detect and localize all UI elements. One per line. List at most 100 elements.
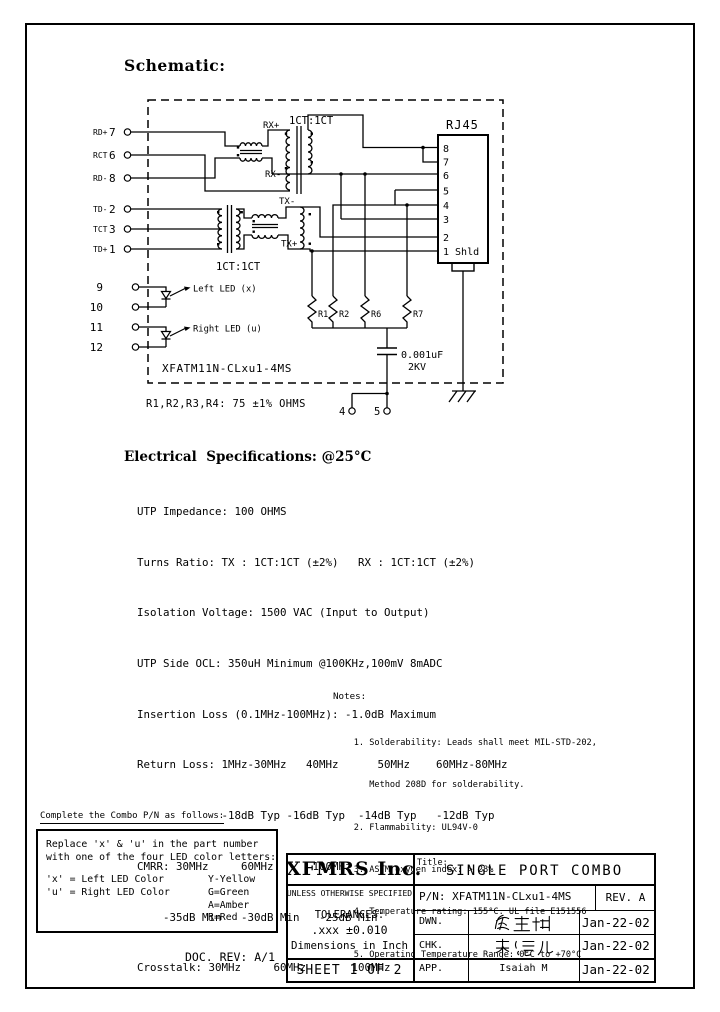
pin-number: 11 [90, 321, 103, 334]
capacitor [377, 347, 397, 356]
rx-minus-label: RX- [265, 170, 281, 180]
app-signature: Isaiah M [499, 963, 548, 974]
resistor-r2 [327, 295, 339, 328]
bottom-pins: 4 5 [339, 406, 391, 418]
resistors [306, 295, 413, 328]
sheet-number: SHEET 1 OF 2 [296, 963, 403, 978]
pin-number: 4 [339, 406, 345, 418]
spec-line: Turns Ratio: TX : 1CT:1CT (±2%) RX : 1CT… [137, 555, 476, 569]
rj45-pin: 6 [443, 171, 449, 182]
capacitor-value: 0.001uF [401, 350, 443, 361]
tx-transformer [217, 205, 241, 253]
pin-number: 1 [109, 243, 116, 256]
wires [130, 114, 464, 408]
tolerance-line: UNLESS OTHERWISE SPECIFIED [286, 889, 413, 898]
combo-line: Replace 'x' & 'u' in the part number [46, 839, 259, 850]
app-date: Jan-22-02 [582, 961, 650, 977]
notes-heading: Notes: [333, 691, 367, 702]
pin-name: TD- [93, 205, 107, 214]
right-led-label: Right LED (u) [193, 325, 262, 335]
note-line: Method 208D for solderability. [333, 780, 525, 791]
left-led-icon [160, 286, 191, 300]
specs-heading: Electrical Specifications: @25°C [124, 449, 372, 465]
capacitor-rating: 2KV [408, 362, 426, 373]
pin-number: 6 [109, 149, 116, 162]
tx-ratio-label: 1CT:1CT [216, 261, 261, 273]
dwn-signature [494, 914, 550, 932]
pin-number: 2 [109, 203, 116, 216]
spec-line: UTP Side OCL: 350uH Minimum @100KHz,100m… [137, 656, 443, 670]
tx-choke [251, 214, 279, 239]
pin-name: TD+ [93, 245, 108, 254]
resistor-label: R6 [371, 310, 381, 320]
rj45-pin: 1 Shld [443, 247, 479, 258]
resistor-r6 [359, 295, 371, 328]
dwn-date: Jan-22-02 [582, 914, 650, 930]
rj45-pin: 7 [443, 158, 449, 169]
title-label: Title: [417, 858, 448, 868]
rx-choke [239, 142, 263, 162]
resistor-label: R1 [318, 310, 328, 320]
pin-number: 10 [90, 301, 103, 314]
rj45-pin: 5 [443, 187, 449, 198]
dwn-label: DWN. [419, 916, 444, 927]
resistor-label: R2 [339, 310, 349, 320]
rj45-label: RJ45 [446, 118, 479, 132]
pin-number: 3 [109, 223, 116, 236]
led-color-option: Y-Yellow [208, 874, 256, 885]
note-line: 1. Solderability: Leads shall meet MIL-S… [333, 738, 597, 749]
rx-transformer [285, 126, 313, 194]
chk-signature [495, 938, 554, 956]
tx-plus-label: TX+ [281, 240, 298, 250]
rj45-pin: 2 [443, 233, 449, 244]
note-line: 2. Flammability: UL94V-0 [333, 822, 478, 833]
pin-number: 8 [109, 172, 116, 185]
tolerance-line: Dimensions in Inch [290, 939, 408, 952]
resistor-r7 [401, 295, 413, 328]
revision: REV. A [605, 891, 646, 904]
chk-label: CHK. [419, 939, 444, 951]
schematic-diagram: RD+ 7 RCT 6 RD- 8 TD- 2 TCT 3 TD+ 1 9 10… [90, 99, 504, 418]
spec-line: -35dB Min -30dB Min -25dB Min [137, 910, 378, 924]
schematic-part-number: XFATM11N-CLxu1-4MS [162, 362, 292, 375]
drawing-title: SINGLE PORT COMBO [445, 863, 624, 879]
combo-u-def: 'u' = Right LED Color [46, 887, 170, 898]
right-led-icon [160, 326, 191, 340]
note-line: 3. ASTM oxygen index: > 28% [353, 865, 494, 876]
resistor-label: R7 [413, 310, 423, 320]
resistor-note: R1,R2,R3,R4: 75 ±1% OHMS [146, 398, 306, 410]
part-number: P/N: XFATM11N-CLxu1-4MS [419, 890, 572, 903]
rx-ratio-label: 1CT:1CT [289, 115, 334, 127]
combo-line: with one of the four LED color letters: [46, 851, 277, 863]
led-pins: 9 10 11 12 [90, 281, 140, 354]
pin-name: RCT [93, 151, 108, 160]
spec-line: UTP Impedance: 100 OHMS [137, 504, 287, 518]
combo-heading: Complete the Combo P/N as follows: [40, 811, 225, 824]
note-line: 4. Temperature rating: 155°C. UL file E1… [333, 907, 587, 918]
pin-name: RD- [93, 174, 107, 183]
rj45-connector: RJ45 8 7 6 5 4 3 2 1 Shld [437, 118, 489, 272]
pin-number: 12 [90, 341, 103, 354]
sheet-border [25, 23, 695, 989]
rj45-pin: 3 [443, 215, 449, 226]
tx-minus-label: TX- [279, 197, 295, 207]
led-color-option: G=Green [208, 887, 250, 898]
rx-plus-label: RX+ [263, 121, 280, 131]
left-pins: RD+ 7 RCT 6 RD- 8 TD- 2 TCT 3 TD+ 1 [93, 126, 132, 256]
pin-name: RD+ [93, 128, 108, 137]
pin-number: 9 [96, 281, 103, 294]
spec-line: Return Loss: 1MHz-30MHz 40MHz 50MHz 60MH… [137, 758, 508, 772]
left-led-label: Left LED (x) [193, 285, 257, 295]
pin-number: 7 [109, 126, 116, 139]
led-color-option: R=Red [208, 912, 238, 923]
combo-x-def: 'x' = Left LED Color [46, 874, 164, 885]
doc-rev: DOC. REV: A/1 [185, 950, 276, 964]
combo-box: Replace 'x' & 'u' in the part number wit… [36, 829, 278, 933]
tolerance-line: TOLERANCES: [314, 909, 385, 921]
junction-dots [310, 145, 425, 396]
pin-number: 5 [374, 406, 380, 418]
chk-date: Jan-22-02 [582, 938, 650, 953]
dashed-boundary [147, 99, 504, 384]
spec-line: -18dB Typ -16dB Typ -14dB Typ -12dB Typ [137, 809, 495, 823]
